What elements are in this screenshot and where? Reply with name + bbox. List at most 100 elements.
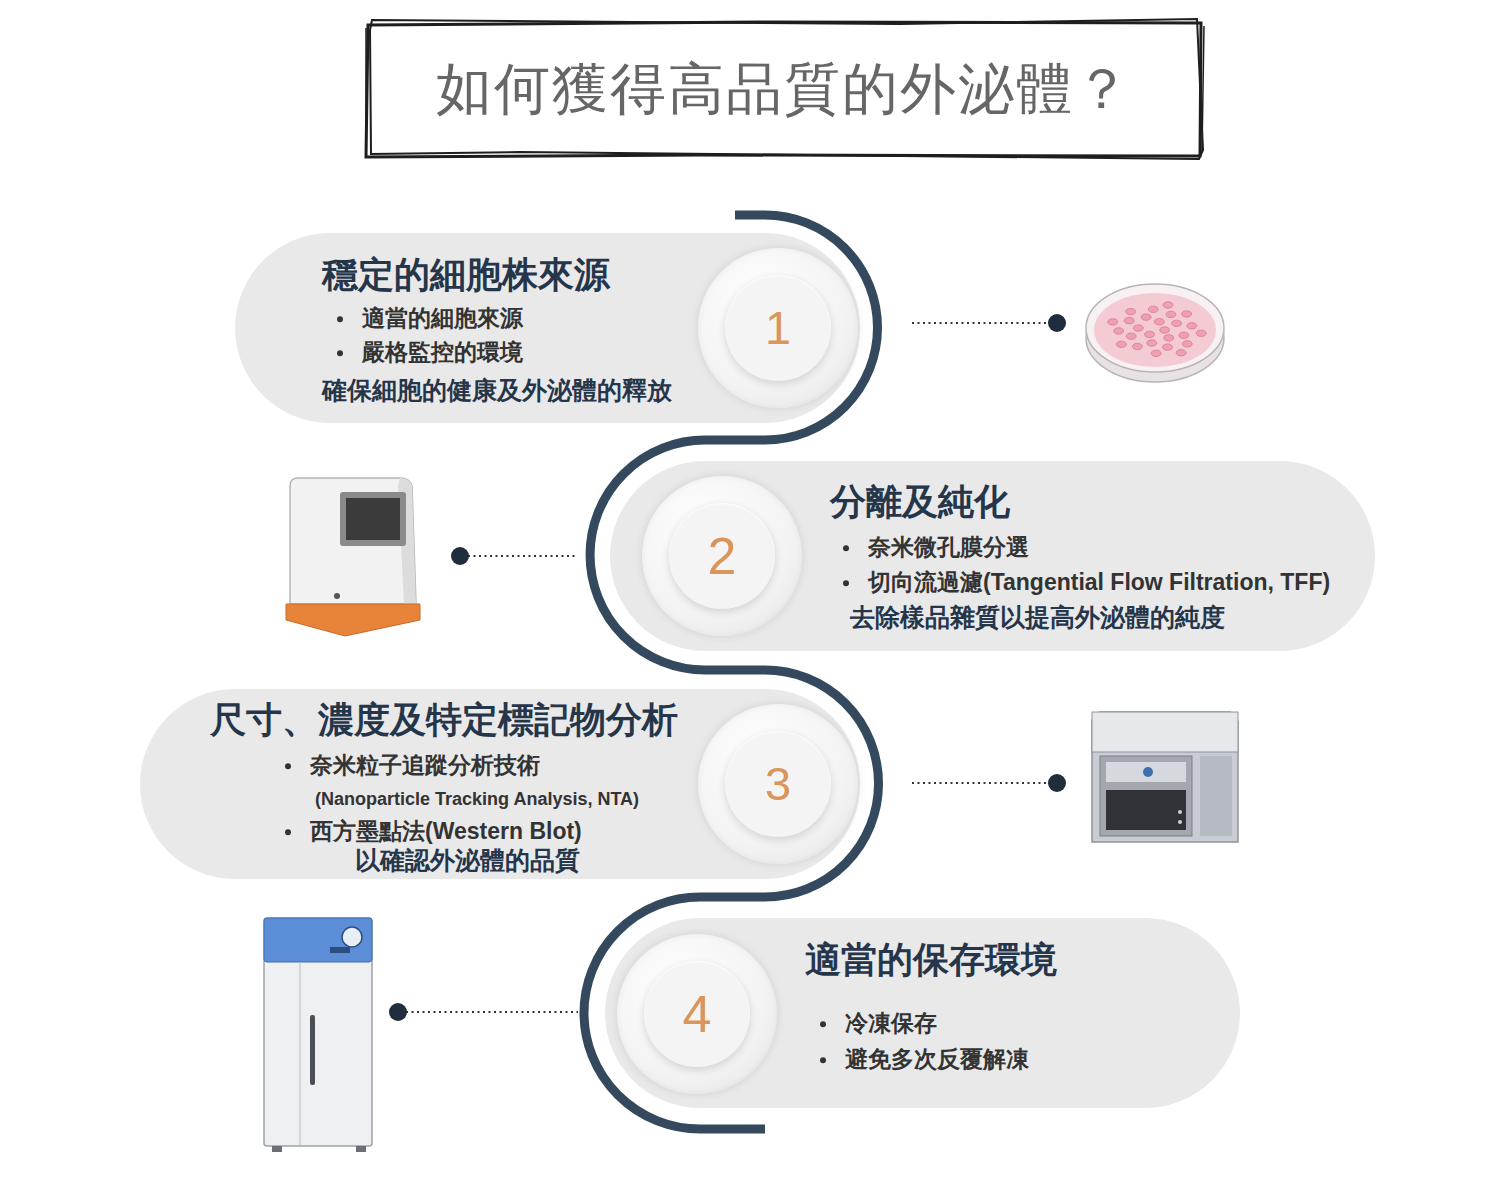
step-circle: 4 <box>617 934 777 1094</box>
cell <box>1151 350 1161 356</box>
cell <box>1126 333 1136 339</box>
text-slot: 分離及純化 <box>830 480 1010 523</box>
text-slot: 西方墨點法(Western Blot) <box>310 818 582 846</box>
leader-line <box>912 782 1050 784</box>
title-frame <box>366 19 1204 159</box>
freezer-body <box>264 918 372 1146</box>
port <box>1178 810 1182 814</box>
instrument-side <box>1200 756 1232 836</box>
instrument-top <box>1092 712 1238 752</box>
cell <box>1124 317 1134 323</box>
screen <box>346 498 400 540</box>
text-slot: 穩定的細胞株來源 <box>322 253 610 296</box>
panel-summary: 去除樣品雜質以提高外泌體的純度 <box>850 602 1225 632</box>
text-slot: 切向流過濾(Tangential Flow Filtration, TFF) <box>868 569 1330 597</box>
instrument-front <box>1100 756 1192 836</box>
text-slot: 奈米微孔膜分選 <box>868 534 1029 562</box>
instrument-body <box>1092 712 1238 842</box>
freezer-gauge <box>342 927 362 947</box>
bullet-text: 切向流過濾(Tangential Flow Filtration, TFF) <box>868 569 1330 597</box>
step-circle: 3 <box>698 704 858 864</box>
panel-summary: 以確認外泌體的品質 <box>355 845 580 875</box>
frame-stroke <box>366 26 1204 152</box>
text-slot: 去除樣品雜質以提高外泌體的純度 <box>850 602 1225 632</box>
freezer-foot <box>272 1146 282 1152</box>
number-slot: 3 <box>698 704 858 864</box>
bullet-subtext: (Nanoparticle Tracking Analysis, NTA) <box>315 789 639 811</box>
leader-dot <box>1048 314 1066 332</box>
text-slot: 避免多次反覆解凍 <box>845 1046 1029 1074</box>
frame-stroke <box>370 19 1203 159</box>
bullet-text: 奈米微孔膜分選 <box>868 534 1029 562</box>
filtration-machine <box>286 478 420 636</box>
number-slot: 2 <box>642 476 802 636</box>
cell <box>1182 341 1192 347</box>
step-panel: 穩定的細胞株來源適當的細胞來源嚴格監控的環境確保細胞的健康及外泌體的釋放 1 <box>235 233 860 423</box>
step-number: 1 <box>765 300 791 356</box>
cell <box>1132 343 1142 349</box>
cell <box>1154 318 1164 324</box>
nta-instrument <box>1092 712 1238 842</box>
bullet-text: 避免多次反覆解凍 <box>845 1046 1029 1074</box>
step-number: 3 <box>765 756 791 812</box>
bullet-text: 西方墨點法(Western Blot) <box>310 818 582 846</box>
cell <box>1160 327 1170 333</box>
number-slot: 4 <box>617 934 777 1094</box>
panel-heading: 尺寸、濃度及特定標記物分析 <box>210 698 678 741</box>
panel-summary: 確保細胞的健康及外泌體的釋放 <box>322 375 672 405</box>
leader-line <box>912 322 1050 324</box>
panel-heading: 穩定的細胞株來源 <box>322 253 610 296</box>
step-circle: 1 <box>698 248 858 408</box>
step-panel: 分離及純化奈米微孔膜分選切向流過濾(Tangential Flow Filtra… <box>610 461 1375 651</box>
bullet-text: 適當的細胞來源 <box>362 305 523 333</box>
cell <box>1114 328 1124 334</box>
door-seam <box>300 962 301 1146</box>
cell <box>1144 331 1154 337</box>
bullet-text: 嚴格監控的環境 <box>362 339 523 367</box>
title-box: 如何獲得高品質的外泌體？ <box>370 24 1198 154</box>
cell <box>1182 311 1192 317</box>
cell <box>1172 320 1182 326</box>
machine-body <box>290 478 416 604</box>
cell <box>1187 323 1197 329</box>
cell <box>1166 311 1176 317</box>
screen-bezel <box>340 492 406 546</box>
indicator <box>1143 767 1153 777</box>
cell <box>1133 325 1143 331</box>
step-circle: 2 <box>642 476 802 636</box>
cell <box>1176 350 1186 356</box>
machine-base <box>286 604 420 636</box>
leader-line <box>406 1011 578 1013</box>
freezer-display <box>330 947 350 953</box>
cell <box>1179 332 1189 338</box>
leader-dot <box>389 1003 407 1021</box>
port <box>1178 820 1182 824</box>
panel-heading: 分離及純化 <box>830 480 1010 523</box>
dish-rim <box>1086 284 1224 372</box>
text-slot: 尺寸、濃度及特定標記物分析 <box>210 698 678 741</box>
text-slot: 冷凍保存 <box>845 1010 937 1038</box>
text-slot: 適當的保存環境 <box>805 938 1057 981</box>
port <box>334 593 340 599</box>
number-slot: 1 <box>698 248 858 408</box>
cell <box>1116 341 1126 347</box>
leader-lines <box>406 323 1050 1012</box>
text-slot: 適當的細胞來源 <box>362 305 523 333</box>
text-slot: 以確認外泌體的品質 <box>355 845 580 875</box>
petri-dish <box>1086 284 1224 382</box>
text-slot: 嚴格監控的環境 <box>362 339 523 367</box>
cell <box>1196 330 1206 336</box>
culture-medium <box>1094 293 1216 367</box>
text-slot: 奈米粒子追蹤分析技術 <box>310 752 540 780</box>
frame-stroke <box>366 22 1201 157</box>
cell <box>1141 314 1151 320</box>
step-panel: 適當的保存環境冷凍保存避免多次反覆解凍 4 <box>605 918 1240 1108</box>
title-text: 如何獲得高品質的外泌體？ <box>436 55 1132 122</box>
cell <box>1148 306 1158 312</box>
freezer-control-panel <box>264 918 372 962</box>
cell <box>1126 308 1136 314</box>
instrument-panel <box>1106 762 1186 782</box>
panel-heading: 適當的保存環境 <box>805 938 1057 981</box>
text-slot: 確保細胞的健康及外泌體的釋放 <box>322 375 672 405</box>
